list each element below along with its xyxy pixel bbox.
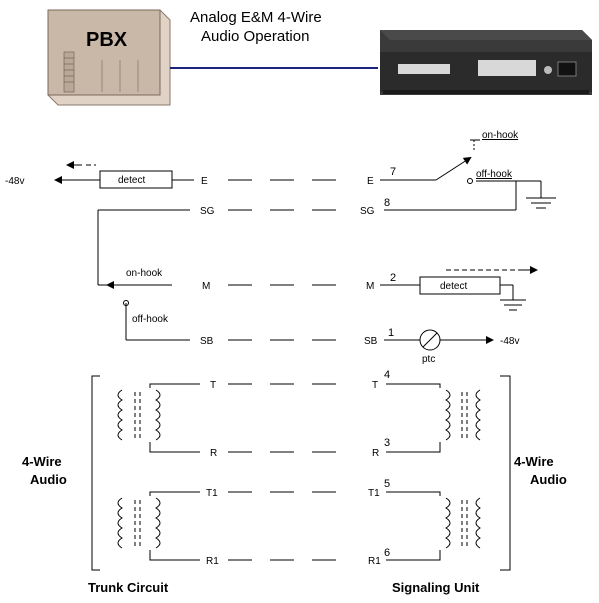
signal-r-left: R — [210, 448, 217, 459]
audio-right-line-2: Audio — [530, 472, 567, 487]
signal-r-right: R — [372, 448, 379, 459]
pbx-icon: PBX — [47, 9, 171, 106]
signal-m-left: M — [202, 281, 210, 292]
signaling-unit-bracket — [500, 375, 511, 571]
on-hook-left-label: on-hook — [126, 268, 163, 279]
signal-t1-right: T1 — [368, 488, 380, 499]
signal-sb-left: SB — [200, 336, 214, 347]
minus48v-left-label: -48v — [5, 176, 24, 187]
pin-t: 4 — [384, 369, 390, 381]
signal-sb-right: SB — [364, 336, 378, 347]
signal-m-right: M — [366, 281, 374, 292]
off-hook-top-label: off-hook — [476, 169, 513, 180]
detect-right-label: detect — [440, 281, 467, 292]
audio-left-line-1: 4-Wire — [22, 454, 62, 469]
off-hook-left-label: off-hook — [132, 314, 169, 325]
hook-switch-top — [435, 156, 472, 181]
signal-sg-right: SG — [360, 206, 375, 217]
pin-e: 7 — [390, 166, 396, 178]
audio-right-line-1: 4-Wire — [514, 454, 554, 469]
ptc-label: ptc — [422, 354, 435, 365]
signal-t-right: T — [372, 380, 378, 391]
signal-r1-right: R1 — [368, 556, 381, 567]
signal-t-left: T — [210, 380, 216, 391]
audio-left-line-2: Audio — [30, 472, 67, 487]
pin-sb: 1 — [388, 327, 394, 339]
pin-t1: 5 — [384, 478, 390, 490]
title-line-1: Analog E&M 4-Wire — [190, 9, 322, 26]
pin-r1: 6 — [384, 547, 390, 559]
pin-r: 3 — [384, 437, 390, 449]
right-transformer-2 — [386, 491, 481, 561]
trunk-circuit-bracket — [91, 375, 100, 571]
left-transformer-1 — [117, 383, 200, 453]
pin-sg: 8 — [384, 197, 390, 209]
signal-e-right: E — [367, 176, 374, 187]
pbx-label: PBX — [86, 29, 128, 51]
on-hook-top-label: on-hook — [482, 130, 519, 141]
signal-e-left: E — [201, 176, 208, 187]
gateway-device-icon — [380, 30, 592, 95]
signal-t1-left: T1 — [206, 488, 218, 499]
minus48v-right-label: -48v — [500, 336, 519, 347]
title-line-2: Audio Operation — [201, 28, 309, 45]
detect-left-label: detect — [118, 175, 145, 186]
signaling-unit-label: Signaling Unit — [392, 580, 480, 595]
trunk-circuit-label: Trunk Circuit — [88, 580, 169, 595]
right-transformer-1 — [386, 383, 481, 453]
pin-m: 2 — [390, 272, 396, 284]
signal-sg-left: SG — [200, 206, 215, 217]
signal-r1-left: R1 — [206, 556, 219, 567]
ptc-icon — [419, 329, 441, 351]
left-transformer-2 — [117, 491, 200, 561]
